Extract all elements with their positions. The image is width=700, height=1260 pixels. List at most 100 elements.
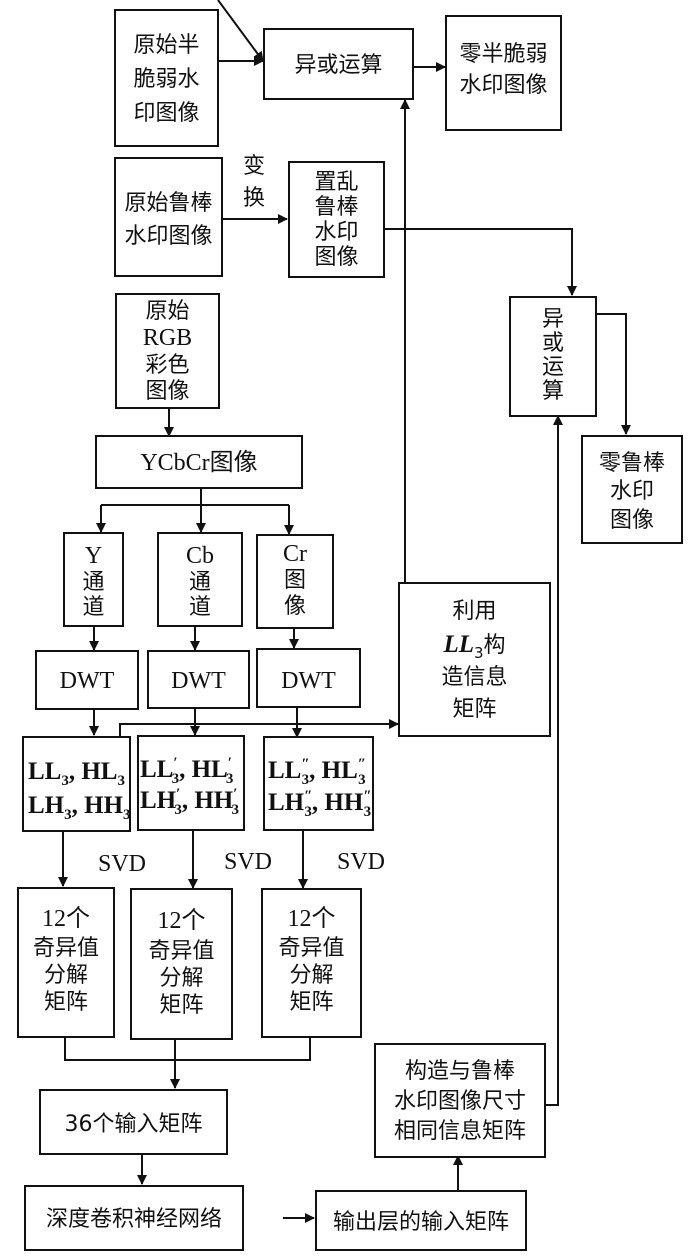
- subband-text: , HL: [69, 758, 118, 785]
- node-text: 运: [542, 355, 564, 380]
- subband-text: ″: [358, 756, 366, 772]
- svg-text:构造与鲁棒: 构造与鲁棒: [405, 1059, 515, 1084]
- node-text: 矩阵: [289, 990, 333, 1015]
- ll-symbol: LL: [442, 631, 474, 658]
- svg-text:异或运算: 异或运算: [294, 53, 382, 78]
- svg-text:Y: Y: [85, 543, 102, 569]
- svg-text:置乱: 置乱: [314, 170, 358, 195]
- svg-text:脆弱水: 脆弱水: [133, 67, 199, 92]
- svg-text:原始鲁棒: 原始鲁棒: [124, 191, 212, 216]
- node-text: 图: [284, 568, 306, 593]
- subband-text: 3: [302, 772, 310, 788]
- svg-text:矩阵: 矩阵: [44, 990, 88, 1015]
- node-text: 矩阵: [44, 990, 88, 1015]
- node-deep-cnn: 深度卷积神经网络: [24, 1185, 244, 1251]
- svg-text:变: 变: [243, 154, 265, 179]
- svd-label-cb: SVD: [224, 849, 272, 875]
- arrow-scrambled-to-xor-right: [384, 228, 577, 296]
- node-cr-image: Cr 图 像: [256, 534, 334, 629]
- node-subbands-y: LL3, HL3 LH3, HH3: [22, 736, 131, 832]
- node-cb-channel: Cb 通 道: [157, 532, 243, 627]
- node-ll3-info: 利用 LL3构 造信息 矩阵: [398, 582, 551, 737]
- subband-text: 3: [123, 807, 131, 823]
- node-text: 零半脆弱: [459, 42, 547, 67]
- svg-text:矩阵: 矩阵: [159, 993, 203, 1018]
- svg-text:水印: 水印: [314, 220, 358, 245]
- node-text: 零鲁棒: [599, 451, 665, 476]
- node-svd-cr: 12个 奇异值 分解 矩阵: [261, 888, 362, 1038]
- svg-text:LH″3, HH″3: LH″3, HH″3: [268, 788, 372, 820]
- node-text: Cr: [283, 541, 307, 567]
- svg-text:36个输入矩阵: 36个输入矩阵: [65, 1112, 203, 1137]
- subband-text: ″: [301, 756, 309, 772]
- node-text: 原始鲁棒: [124, 191, 212, 216]
- svg-text:LL3, HL3: LL3, HL3: [28, 758, 125, 789]
- svg-text:水印: 水印: [610, 479, 654, 504]
- svg-text:12个: 12个: [288, 905, 336, 932]
- svg-text:输出层的输入矩阵: 输出层的输入矩阵: [333, 1210, 509, 1235]
- label-transform: 变 换: [243, 154, 265, 211]
- edge-label: 变: [243, 154, 265, 179]
- node-text: 水印: [314, 220, 358, 245]
- node-dwt-cr: DWT: [256, 648, 361, 708]
- svg-text:LL3构: LL3构: [442, 631, 505, 662]
- subband-text: ′: [173, 755, 177, 771]
- node-text: 奇异值: [278, 936, 344, 961]
- svg-text:矩阵: 矩阵: [289, 990, 333, 1015]
- svg-text:LL′3, HL′3: LL′3, HL′3: [140, 755, 233, 787]
- node-text: 奇异值: [33, 936, 99, 961]
- node-text: 12个: [158, 907, 206, 934]
- node-text: 构造与鲁棒: [405, 1059, 515, 1084]
- node-svd-cb: 12个 奇异值 分解 矩阵: [130, 888, 233, 1040]
- node-semi-fragile-original: 原始半 脆弱水 印图像: [114, 9, 219, 147]
- svg-text:图像: 图像: [145, 379, 189, 404]
- connectors: [58, 0, 631, 1223]
- node-text: Y: [85, 543, 102, 569]
- svg-text:LH′3, HH′3: LH′3, HH′3: [140, 786, 239, 818]
- svg-text:分解: 分解: [289, 963, 333, 988]
- subband-text: LL: [28, 758, 61, 785]
- node-text: 通: [82, 570, 104, 595]
- node-text: 原始半: [133, 33, 199, 58]
- node-dwt-y: DWT: [35, 650, 139, 710]
- svg-text:分解: 分解: [159, 966, 203, 991]
- node-xor-top: 异或运算: [263, 28, 414, 100]
- node-text: 造信息: [441, 665, 507, 690]
- node-text: 12个: [288, 905, 336, 932]
- node-text: 异或运算: [294, 53, 382, 78]
- node-zero-robust: 零鲁棒 水印 图像: [581, 435, 683, 544]
- svd-label-cr: SVD: [337, 849, 385, 875]
- svd-label-y: SVD: [98, 851, 146, 877]
- svg-text:造信息: 造信息: [441, 665, 507, 690]
- node-text: YCbCr图像: [140, 449, 257, 476]
- subband-text: 3: [226, 771, 234, 787]
- svg-text:图: 图: [284, 568, 306, 593]
- node-text: 奇异值: [148, 939, 214, 964]
- svg-text:奇异值: 奇异值: [33, 936, 99, 961]
- svg-text:道: 道: [82, 595, 104, 620]
- node-text: 彩色: [145, 353, 189, 378]
- subband-text: ″: [304, 788, 312, 804]
- node-text: 或: [542, 331, 564, 356]
- svg-text:Cr: Cr: [283, 541, 307, 567]
- svg-text:彩色: 彩色: [145, 353, 189, 378]
- node-construct-same-size: 构造与鲁棒 水印图像尺寸 相同信息矩阵: [374, 1043, 546, 1158]
- subband-text: 3: [174, 802, 182, 818]
- line-svd-merge: [64, 1037, 311, 1061]
- svg-text:水印图像: 水印图像: [459, 73, 547, 98]
- node-text: 水印图像尺寸: [394, 1089, 526, 1114]
- svg-text:零半脆弱: 零半脆弱: [459, 42, 547, 67]
- svg-text:换: 换: [243, 186, 265, 211]
- svg-text:算: 算: [542, 379, 564, 404]
- node-text: 36个输入矩阵: [65, 1112, 203, 1137]
- node-text: 矩阵: [159, 993, 203, 1018]
- node-text: 印图像: [133, 101, 199, 126]
- node-text: 图像: [314, 245, 358, 270]
- subband-text: 3: [304, 804, 312, 820]
- subband-text: 3: [61, 773, 69, 789]
- svg-text:或: 或: [542, 331, 564, 356]
- node-text: 图像: [145, 379, 189, 404]
- node-text: 置乱: [314, 170, 358, 195]
- subband-text: 3: [364, 804, 372, 820]
- node-text: DWT: [60, 668, 115, 694]
